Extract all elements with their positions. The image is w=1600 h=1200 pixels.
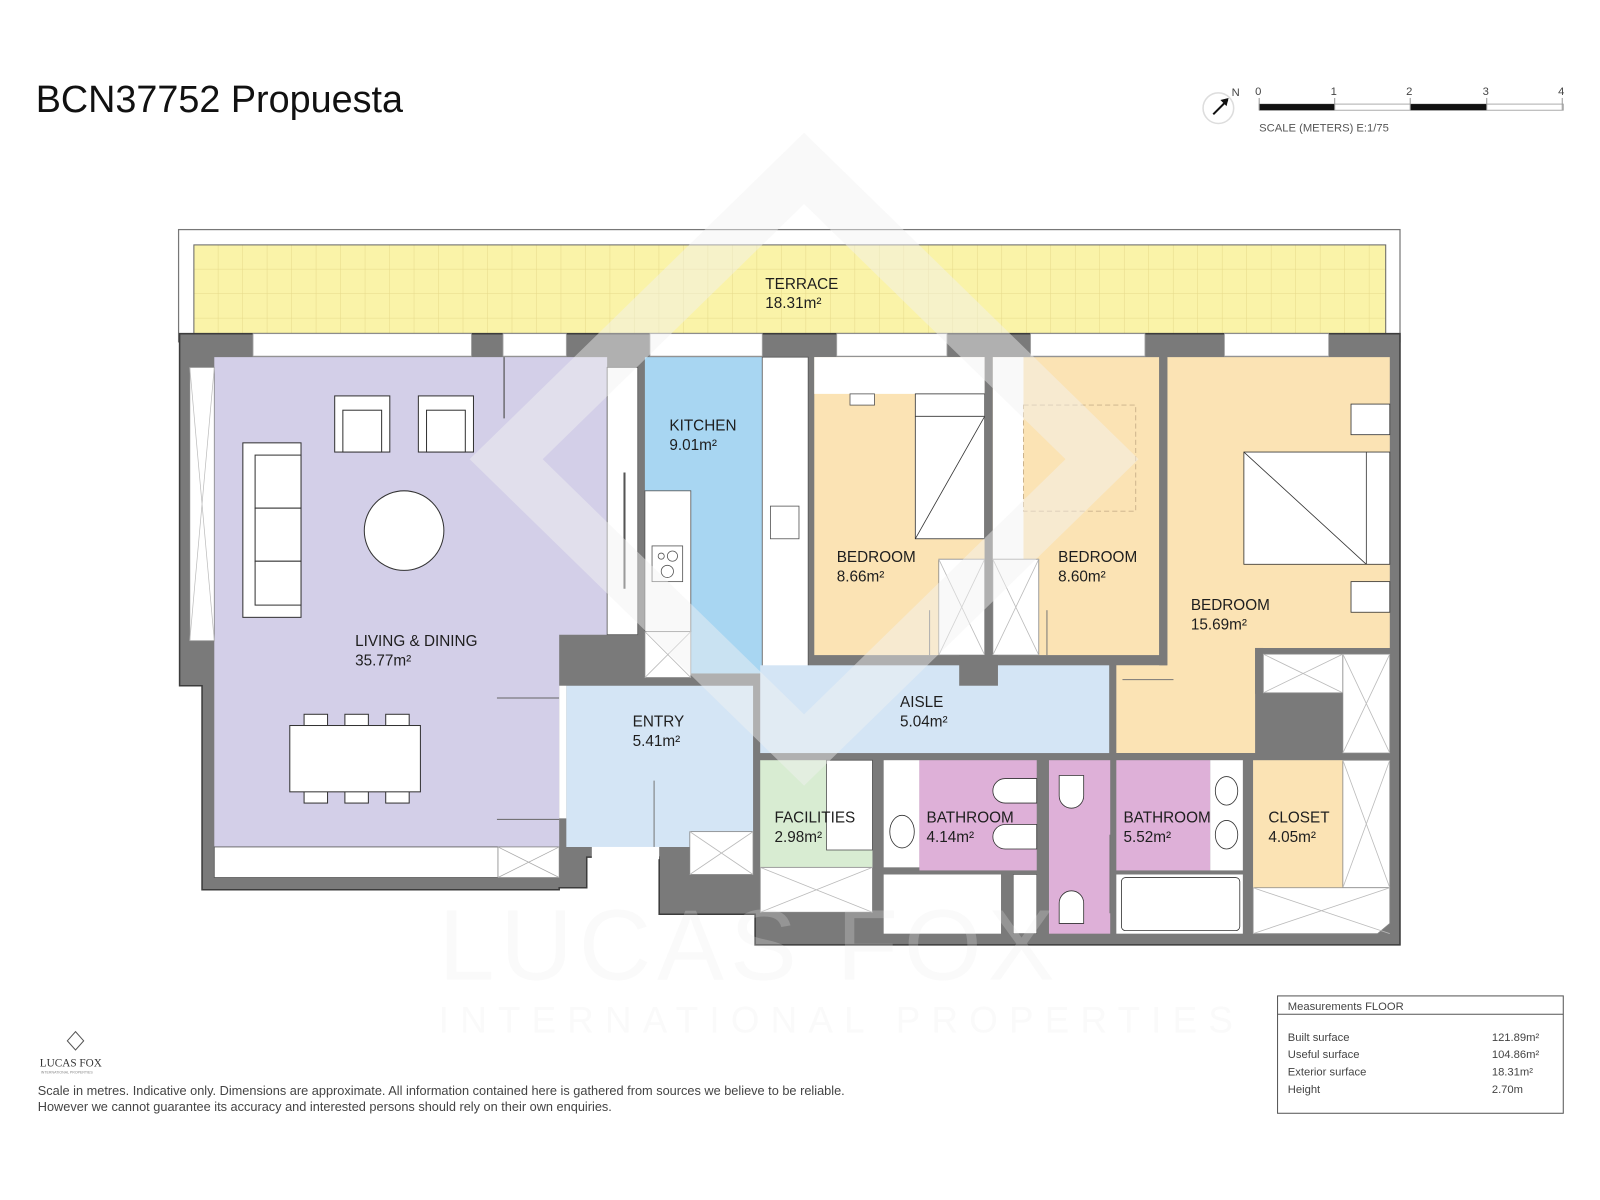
cabinet-x-icon	[497, 846, 560, 878]
north-arrow-icon: N	[1202, 87, 1240, 125]
label-bedroom1-name: BEDROOM	[837, 549, 916, 566]
room-entry[interactable]	[566, 685, 754, 847]
label-bedroom2-name: BEDROOM	[1058, 549, 1137, 566]
measurements-title: Measurements FLOOR	[1288, 1001, 1404, 1013]
nightstand-icon	[1350, 403, 1391, 436]
scale-tick-4: 4	[1558, 86, 1564, 98]
label-terrace-area: 18.31m²	[765, 295, 821, 312]
label-bedroom3-name: BEDROOM	[1191, 597, 1270, 614]
scale-tick-1: 1	[1331, 86, 1337, 98]
measurement-value: 2.70m	[1492, 1084, 1523, 1096]
label-bathroom1-name: BATHROOM	[927, 809, 1014, 826]
label-bathroom1-area: 4.14m²	[927, 829, 975, 846]
compass-north-label: N	[1232, 87, 1240, 99]
label-facilities-area: 2.98m²	[774, 829, 822, 846]
toilet-icon	[1058, 775, 1085, 809]
disclaimer-line-1: Scale in metres. Indicative only. Dimens…	[38, 1083, 845, 1098]
label-entry-area: 5.41m²	[633, 733, 681, 750]
dining-table-icon	[289, 713, 421, 804]
label-kitchen-name: KITCHEN	[669, 418, 736, 435]
label-bedroom1-area: 8.66m²	[837, 569, 885, 586]
label-facilities-name: FACILITIES	[774, 809, 855, 826]
label-closet-name: CLOSET	[1268, 809, 1329, 826]
watermark-tagline: INTERNATIONAL PROPERTIES	[439, 1000, 1244, 1041]
label-aisle-name: AISLE	[900, 694, 943, 711]
bathtub-icon	[1121, 877, 1241, 932]
bathroom-1-shower	[883, 874, 1002, 934]
bed-icon	[914, 393, 986, 540]
measurement-label: Exterior surface	[1288, 1067, 1367, 1079]
measurement-value: 121.89m²	[1492, 1032, 1540, 1044]
window-living-2	[502, 333, 567, 357]
scale-tick-3: 3	[1483, 86, 1489, 98]
window-bedroom-1	[836, 333, 948, 357]
window-living-1	[252, 333, 472, 357]
label-aisle-area: 5.04m²	[900, 714, 948, 731]
bedroom-1-shelf	[814, 357, 985, 394]
label-closet-area: 4.05m²	[1268, 829, 1316, 846]
armchair-icon	[417, 395, 474, 453]
bed-icon	[1243, 451, 1391, 565]
toilet-icon	[992, 778, 1038, 804]
measurement-value: 104.86m²	[1492, 1049, 1540, 1061]
bathroom-1-vanity	[883, 760, 920, 868]
sofa-icon	[242, 442, 302, 618]
measurement-value: 18.31m²	[1492, 1067, 1533, 1079]
measurement-label: Height	[1288, 1084, 1321, 1096]
logo-brand: LUCAS FOX	[40, 1057, 102, 1069]
washbasin-icon	[889, 814, 915, 849]
label-bedroom2-area: 8.60m²	[1058, 569, 1106, 586]
armchair-icon	[334, 395, 391, 453]
window-kitchen	[649, 333, 763, 357]
washer-icon	[826, 759, 873, 851]
window-bedroom-3	[1224, 333, 1329, 357]
coffee-table-icon	[363, 490, 445, 571]
label-living-name: LIVING & DINING	[355, 633, 477, 650]
label-bedroom3-area: 15.69m²	[1191, 617, 1247, 634]
wardrobe-x-icon	[1252, 759, 1391, 935]
cabinet-x-icon	[759, 866, 873, 913]
wardrobe-x-icon	[1255, 647, 1391, 754]
disclaimer-line-2: However we cannot guarantee its accuracy…	[38, 1099, 612, 1114]
bed-outline-icon	[1023, 404, 1137, 512]
scale-tick-2: 2	[1406, 86, 1412, 98]
nightstand-icon	[849, 393, 875, 406]
measurements-table: Measurements FLOOR Built surface 121.89m…	[1277, 995, 1564, 1114]
label-terrace-name: TERRACE	[765, 276, 838, 293]
scale-bar: 0 1 2 3 4 SCALE (METERS) E:1/75	[1255, 86, 1564, 135]
room-aisle[interactable]	[760, 665, 1110, 754]
watermark: LUCAS FOX INTERNATIONAL PROPERTIES	[439, 132, 1244, 1041]
room-labels: TERRACE 18.31m² LIVING & DINING 35.77m² …	[355, 276, 1329, 846]
label-bathroom2-name: BATHROOM	[1123, 809, 1210, 826]
cabinet-x-icon	[689, 831, 754, 875]
wardrobe-x-icon	[992, 558, 1040, 656]
cooktop-icon	[651, 545, 684, 583]
room-bathroom-2[interactable]	[1116, 760, 1211, 871]
room-closet[interactable]	[1253, 760, 1343, 888]
nightstand-icon	[1350, 581, 1391, 613]
bedroom-2-closet-wall	[992, 357, 1024, 562]
living-wardrobe	[606, 366, 639, 636]
bidet-icon	[1058, 890, 1085, 924]
scale-caption: SCALE (METERS) E:1/75	[1259, 123, 1389, 135]
bidet-icon	[992, 824, 1038, 850]
page-title: BCN37752 Propuesta	[36, 78, 403, 120]
measurement-label: Useful surface	[1288, 1049, 1360, 1061]
label-living-area: 35.77m²	[355, 652, 411, 669]
label-entry-name: ENTRY	[633, 714, 685, 731]
cabinet-x-icon	[644, 631, 692, 678]
scale-tick-0: 0	[1255, 86, 1261, 98]
logo-tagline: INTERNATIONAL PROPERTIES	[41, 1070, 94, 1074]
measurement-label: Built surface	[1288, 1032, 1350, 1044]
entry-door-opening	[591, 846, 660, 860]
kitchen-counter	[644, 490, 692, 633]
watermark-brand: LUCAS FOX	[439, 890, 1061, 1002]
washbasin-icon	[1214, 776, 1239, 806]
sink-icon	[770, 505, 800, 540]
label-kitchen-area: 9.01m²	[669, 437, 717, 454]
label-bathroom2-area: 5.52m²	[1123, 829, 1171, 846]
lucas-fox-logo: LUCAS FOX INTERNATIONAL PROPERTIES	[40, 1030, 102, 1074]
washbasin-icon	[1214, 820, 1239, 850]
window-bedroom-2	[1030, 333, 1146, 357]
